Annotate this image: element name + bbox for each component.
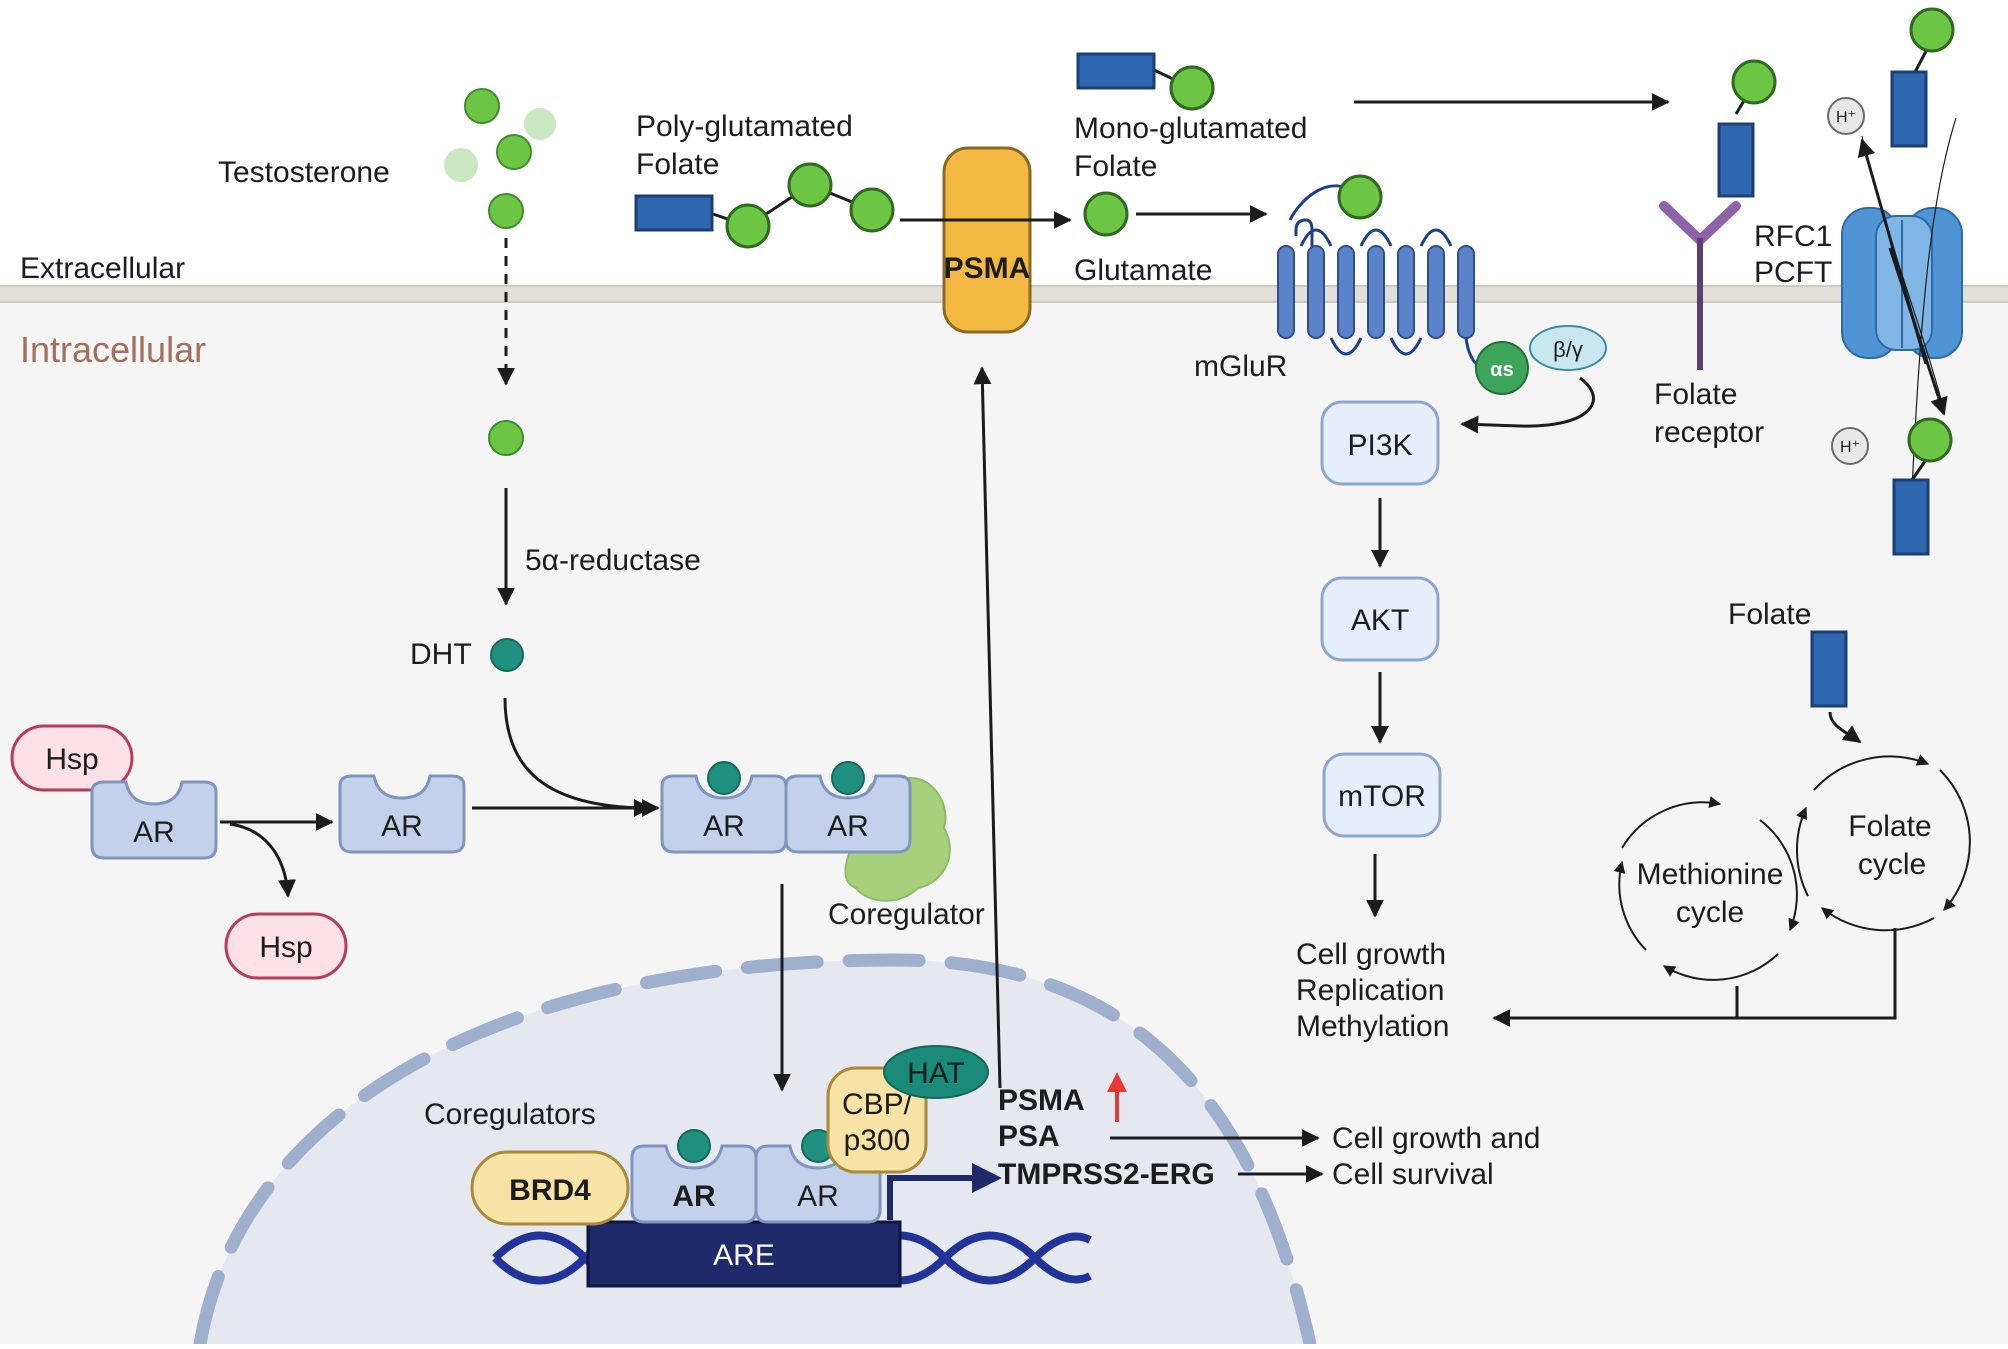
mono-folate-line2: Folate (1074, 150, 1157, 183)
folate-label: Folate (1728, 598, 1811, 631)
hsp-bound-label: Hsp (45, 743, 98, 776)
ar-nucleus-right-label: AR (797, 1180, 839, 1213)
proton-bottom-label: H⁺ (1840, 439, 1860, 456)
poly-glutamated-folate (634, 162, 895, 249)
pi3k-label: PI3K (1347, 429, 1412, 462)
cbp-label-line2: p300 (844, 1124, 911, 1157)
brd4-protein (470, 1150, 630, 1226)
ar-free (338, 774, 466, 854)
dht-label: DHT (410, 638, 472, 671)
pi3k-node (1320, 400, 1440, 486)
hsp-dissociation-arrow (229, 822, 297, 898)
methionine-cycle-ring (1613, 796, 1800, 981)
folate-cycle-line2: cycle (1858, 848, 1926, 881)
testosterone-molecules (444, 88, 556, 229)
cbp-p300-protein (826, 1066, 928, 1174)
testosterone-label: Testosterone (218, 156, 390, 189)
g-alpha-s (1475, 341, 1529, 395)
hat-protein (883, 1045, 989, 1099)
mglur-receptor (1277, 174, 1511, 373)
mono-folate-line1: Mono-glutamated (1074, 112, 1307, 145)
hsp-bound (10, 724, 134, 792)
survival-line1: Cell growth and (1332, 1122, 1540, 1155)
g-beta-gamma (1529, 325, 1607, 371)
poly-folate-line2: Folate (636, 148, 719, 181)
psma-enzyme (942, 146, 1032, 334)
proton-top-label: H⁺ (1836, 109, 1856, 126)
methionine-line1: Methionine (1637, 858, 1784, 891)
ar-dimer-right-label: AR (827, 810, 869, 843)
alpha-s-label: αs (1490, 359, 1513, 381)
akt-label: AKT (1351, 604, 1409, 637)
methionine-line2: cycle (1676, 896, 1744, 929)
ar-hsp-complex (90, 780, 218, 860)
coregulators-label: Coregulators (424, 1098, 596, 1131)
proton-top (1827, 97, 1865, 135)
ar-hsp-label: AR (133, 816, 175, 849)
mglur-label: mGluR (1194, 350, 1287, 383)
dht-molecule (490, 638, 524, 672)
dht-binding-arrow (503, 697, 652, 817)
folate-molecule (1810, 630, 1848, 708)
transcription-start-arrow (887, 1163, 1002, 1220)
are-element (586, 1220, 902, 1288)
mono-glutamated-folate (1076, 52, 1215, 111)
mtor-label: mTOR (1338, 780, 1426, 813)
glutamate-molecule (1083, 191, 1129, 237)
coregulator-label: Coregulator (828, 898, 985, 931)
intracellular-label: Intracellular (20, 329, 206, 370)
growth-line1: Cell growth (1296, 938, 1446, 971)
pcft-label: PCFT (1754, 256, 1832, 289)
ar-nucleus-left-label: AR (672, 1180, 716, 1213)
intracellular-testosterone (488, 420, 524, 456)
brd4-label: BRD4 (509, 1174, 591, 1207)
proton-bottom (1831, 427, 1869, 465)
gene-psa: PSA (998, 1120, 1060, 1153)
reductase-label: 5α-reductase (525, 544, 701, 577)
ar-dimer-left-label: AR (703, 810, 745, 843)
folate-import-arrow (1888, 247, 1948, 416)
are-label: ARE (713, 1239, 775, 1272)
rfc1-label: RFC1 (1754, 220, 1832, 253)
growth-line3: Methylation (1296, 1010, 1449, 1043)
gene-tmprss2-erg: TMPRSS2-ERG (998, 1158, 1215, 1191)
psma-expression-arrow (973, 366, 1002, 1089)
mtor-node (1322, 752, 1442, 838)
folate-inside-transporter (1892, 417, 1953, 556)
growth-line2: Replication (1296, 974, 1444, 1007)
ar-dimer-cytoplasm (660, 761, 912, 854)
folate-outside-transporter (1890, 7, 1955, 148)
psma-enzyme-label: PSMA (944, 252, 1031, 285)
hat-label: HAT (907, 1057, 965, 1090)
ar-free-label: AR (381, 810, 423, 843)
akt-node (1320, 576, 1440, 662)
hsp-free (224, 912, 348, 980)
hsp-free-label: Hsp (259, 931, 312, 964)
folate-receptor-line2: receptor (1654, 416, 1764, 449)
poly-folate-line1: Poly-glutamated (636, 110, 853, 143)
folate-cycle-ring (1796, 754, 1971, 932)
glutamate-label: Glutamate (1074, 254, 1212, 287)
g-protein-to-pi3k-arrow (1460, 376, 1595, 434)
survival-line2: Cell survival (1332, 1158, 1494, 1191)
gene-psma: PSMA (998, 1084, 1085, 1117)
folate-receptor (1659, 59, 1777, 370)
folate-to-cycle-arrow (1828, 711, 1862, 744)
folate-receptor-line1: Folate (1654, 378, 1737, 411)
ar-dimer-nucleus (630, 1129, 882, 1224)
cbp-label-line1: CBP/ (842, 1088, 913, 1121)
extracellular-label: Extracellular (20, 252, 185, 285)
folate-cycle-line1: Folate (1848, 810, 1931, 843)
cycles-to-growth-arrow (1494, 928, 1897, 1018)
beta-gamma-label: β/γ (1553, 337, 1583, 362)
